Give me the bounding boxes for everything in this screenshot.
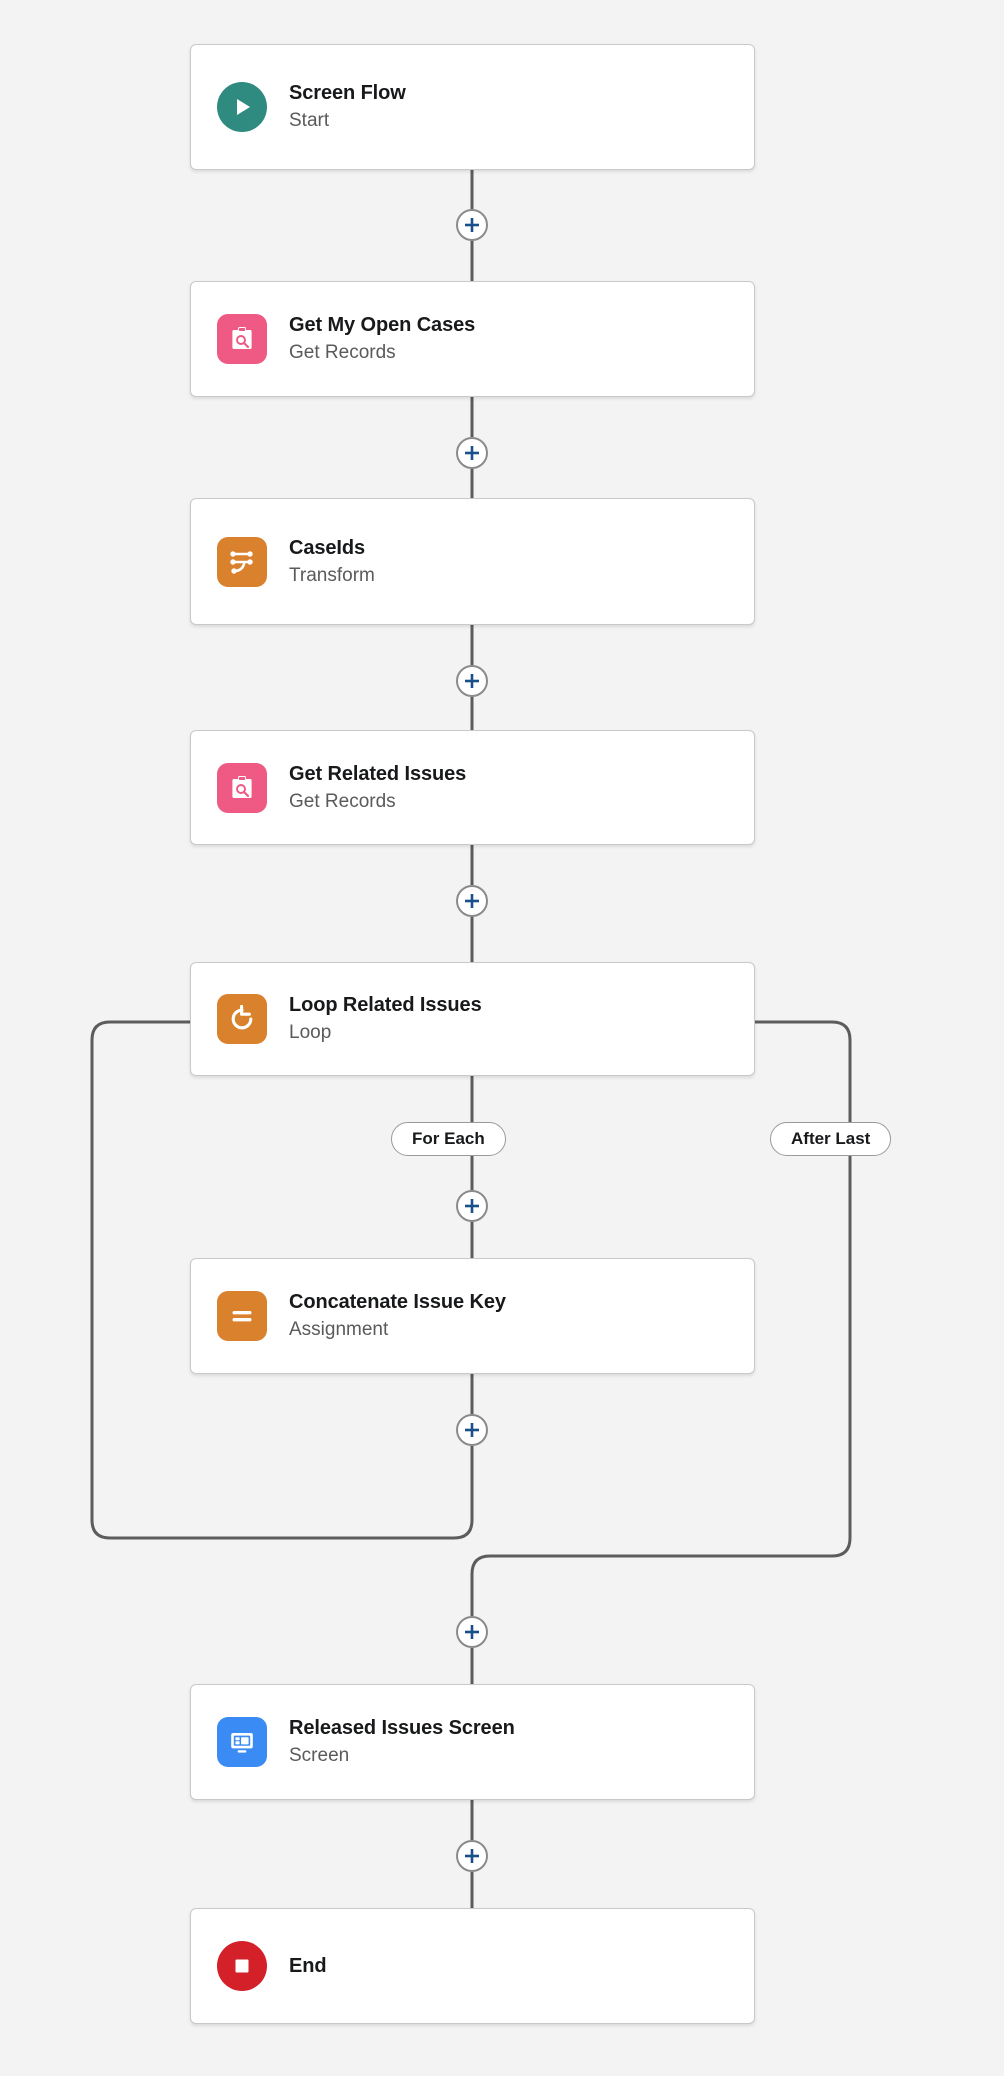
plus-icon bbox=[465, 1849, 479, 1863]
node-title: CaseIds bbox=[289, 536, 366, 559]
monitor-icon bbox=[217, 1717, 267, 1767]
flow-node-loop-related-issues[interactable]: Loop Related Issues Loop bbox=[190, 962, 755, 1076]
branch-label-text: After Last bbox=[791, 1129, 871, 1148]
node-subtitle: Get Records bbox=[289, 342, 396, 363]
node-title: Released Issues Screen bbox=[289, 1717, 515, 1739]
play-icon bbox=[217, 82, 267, 132]
equals-icon bbox=[217, 1291, 267, 1341]
add-element-button-after-get-my-open-cases[interactable] bbox=[456, 437, 488, 469]
plus-icon bbox=[465, 446, 479, 460]
flow-node-start[interactable]: Screen Flow Start bbox=[190, 44, 755, 170]
flow-node-get-related-issues[interactable]: Get Related Issues Get Records bbox=[190, 730, 755, 845]
node-subtitle: Start bbox=[289, 110, 330, 131]
node-subtitle: Screen bbox=[289, 1745, 350, 1766]
node-text: Get My Open Cases Get Records bbox=[289, 313, 475, 365]
node-subtitle: Loop bbox=[289, 1022, 332, 1043]
plus-icon bbox=[465, 894, 479, 908]
flow-node-get-my-open-cases[interactable]: Get My Open Cases Get Records bbox=[190, 281, 755, 397]
plus-icon bbox=[465, 1199, 479, 1213]
plus-icon bbox=[465, 1625, 479, 1639]
node-text: Screen Flow Start bbox=[289, 81, 406, 133]
node-title: Get Related Issues bbox=[289, 762, 467, 785]
plus-icon bbox=[465, 218, 479, 232]
flow-node-caseids[interactable]: CaseIds Transform bbox=[190, 498, 755, 625]
node-text: Released Issues Screen Screen bbox=[289, 1716, 515, 1768]
branch-label-text: For Each bbox=[412, 1129, 485, 1148]
add-element-button-after-loop[interactable] bbox=[456, 1616, 488, 1648]
plus-icon bbox=[465, 674, 479, 688]
stop-square-icon bbox=[217, 1941, 267, 1991]
clipboard-search-icon bbox=[217, 762, 267, 813]
branch-label-after-last: After Last bbox=[770, 1122, 892, 1156]
node-text: End bbox=[289, 1953, 327, 1979]
node-subtitle: Assignment bbox=[289, 1319, 389, 1340]
node-text: CaseIds Transform bbox=[289, 536, 375, 588]
node-text: Loop Related Issues Loop bbox=[289, 993, 482, 1045]
add-element-button-after-screen[interactable] bbox=[456, 1840, 488, 1872]
add-element-button-in-loop-before-assignment[interactable] bbox=[456, 1190, 488, 1222]
node-text: Get Related Issues Get Records bbox=[289, 762, 466, 814]
add-element-button-after-caseids[interactable] bbox=[456, 665, 488, 697]
node-subtitle: Get Records bbox=[289, 790, 396, 812]
node-title: Get My Open Cases bbox=[289, 314, 476, 336]
add-element-button-in-loop-after-assignment[interactable] bbox=[456, 1414, 488, 1446]
node-title: Concatenate Issue Key bbox=[289, 1291, 506, 1313]
flow-node-released-issues-screen[interactable]: Released Issues Screen Screen bbox=[190, 1684, 755, 1800]
transform-nodes-icon bbox=[217, 536, 267, 587]
flow-node-concatenate-issue-key[interactable]: Concatenate Issue Key Assignment bbox=[190, 1258, 755, 1374]
plus-icon bbox=[465, 1423, 479, 1437]
clipboard-search-icon bbox=[217, 314, 267, 364]
node-title: Screen Flow bbox=[289, 82, 406, 104]
flow-node-end[interactable]: End bbox=[190, 1908, 755, 2024]
branch-label-for-each: For Each bbox=[391, 1122, 506, 1156]
add-element-button-after-get-related-issues[interactable] bbox=[456, 885, 488, 917]
add-element-button-after-start[interactable] bbox=[456, 209, 488, 241]
node-text: Concatenate Issue Key Assignment bbox=[289, 1290, 506, 1342]
loop-refresh-icon bbox=[217, 994, 267, 1044]
node-title: Loop Related Issues bbox=[289, 994, 482, 1016]
node-title: End bbox=[289, 1955, 327, 1977]
node-subtitle: Transform bbox=[289, 564, 375, 586]
